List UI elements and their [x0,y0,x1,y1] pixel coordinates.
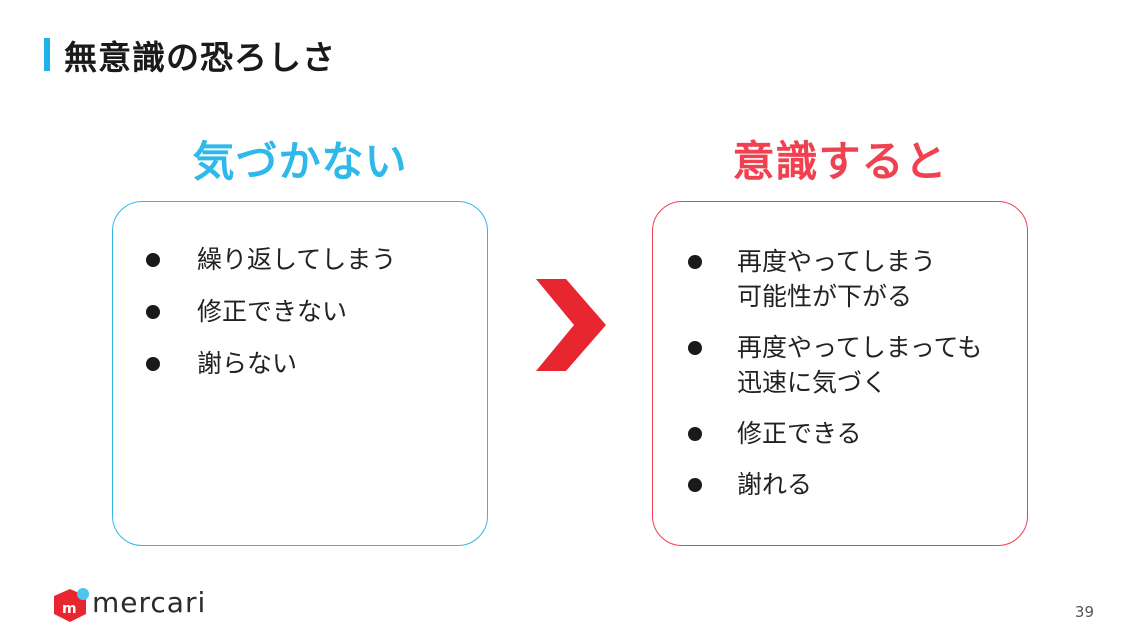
title-accent-bar [44,38,50,71]
left-item-text: 繰り返してしまう [197,245,397,274]
right-heading: 意識すると [732,137,948,186]
right-item: 再度やってしまっても 迅速に気づく [653,330,1027,400]
logo-wordmark: mercari [92,586,207,619]
right-item-line1: 修正できる [737,419,862,448]
right-item-line1: 謝れる [737,470,813,499]
mercari-box-icon: m [54,588,89,622]
left-item-list: 繰り返してしまう 修正できない 謝らない [113,242,487,398]
left-item: 謝らない [113,346,487,381]
right-item: 再度やってしまう 可能性が下がる [653,244,1027,314]
page-number: 39 [1074,603,1094,621]
bullet-dot-icon [688,341,702,355]
right-panel: 再度やってしまう 可能性が下がる 再度やってしまっても 迅速に気づく 修正できる… [652,201,1028,546]
right-item: 謝れる [653,467,1027,502]
right-item: 修正できる [653,416,1027,451]
right-item-line1: 再度やってしまっても [737,333,983,362]
left-heading: 気づかない [192,137,408,186]
left-item-text: 修正できない [197,297,348,326]
left-item-text: 謝らない [197,349,298,378]
bullet-dot-icon [146,253,160,267]
bullet-dot-icon [688,255,702,269]
right-item-line2: 迅速に気づく [737,368,888,397]
logo-mark-letter: m [62,601,77,617]
slide-title: 無意識の恐ろしさ [64,38,336,77]
right-item-list: 再度やってしまう 可能性が下がる 再度やってしまっても 迅速に気づく 修正できる… [653,244,1027,518]
bullet-dot-icon [146,305,160,319]
left-item: 修正できない [113,294,487,329]
chevron-right-icon [536,279,606,371]
bullet-dot-icon [688,427,702,441]
right-item-line1: 再度やってしまう [737,247,936,276]
bullet-dot-icon [688,478,702,492]
bullet-dot-icon [146,357,160,371]
right-item-line2: 可能性が下がる [737,282,913,311]
left-panel: 繰り返してしまう 修正できない 謝らない [112,201,488,546]
left-item: 繰り返してしまう [113,242,487,277]
